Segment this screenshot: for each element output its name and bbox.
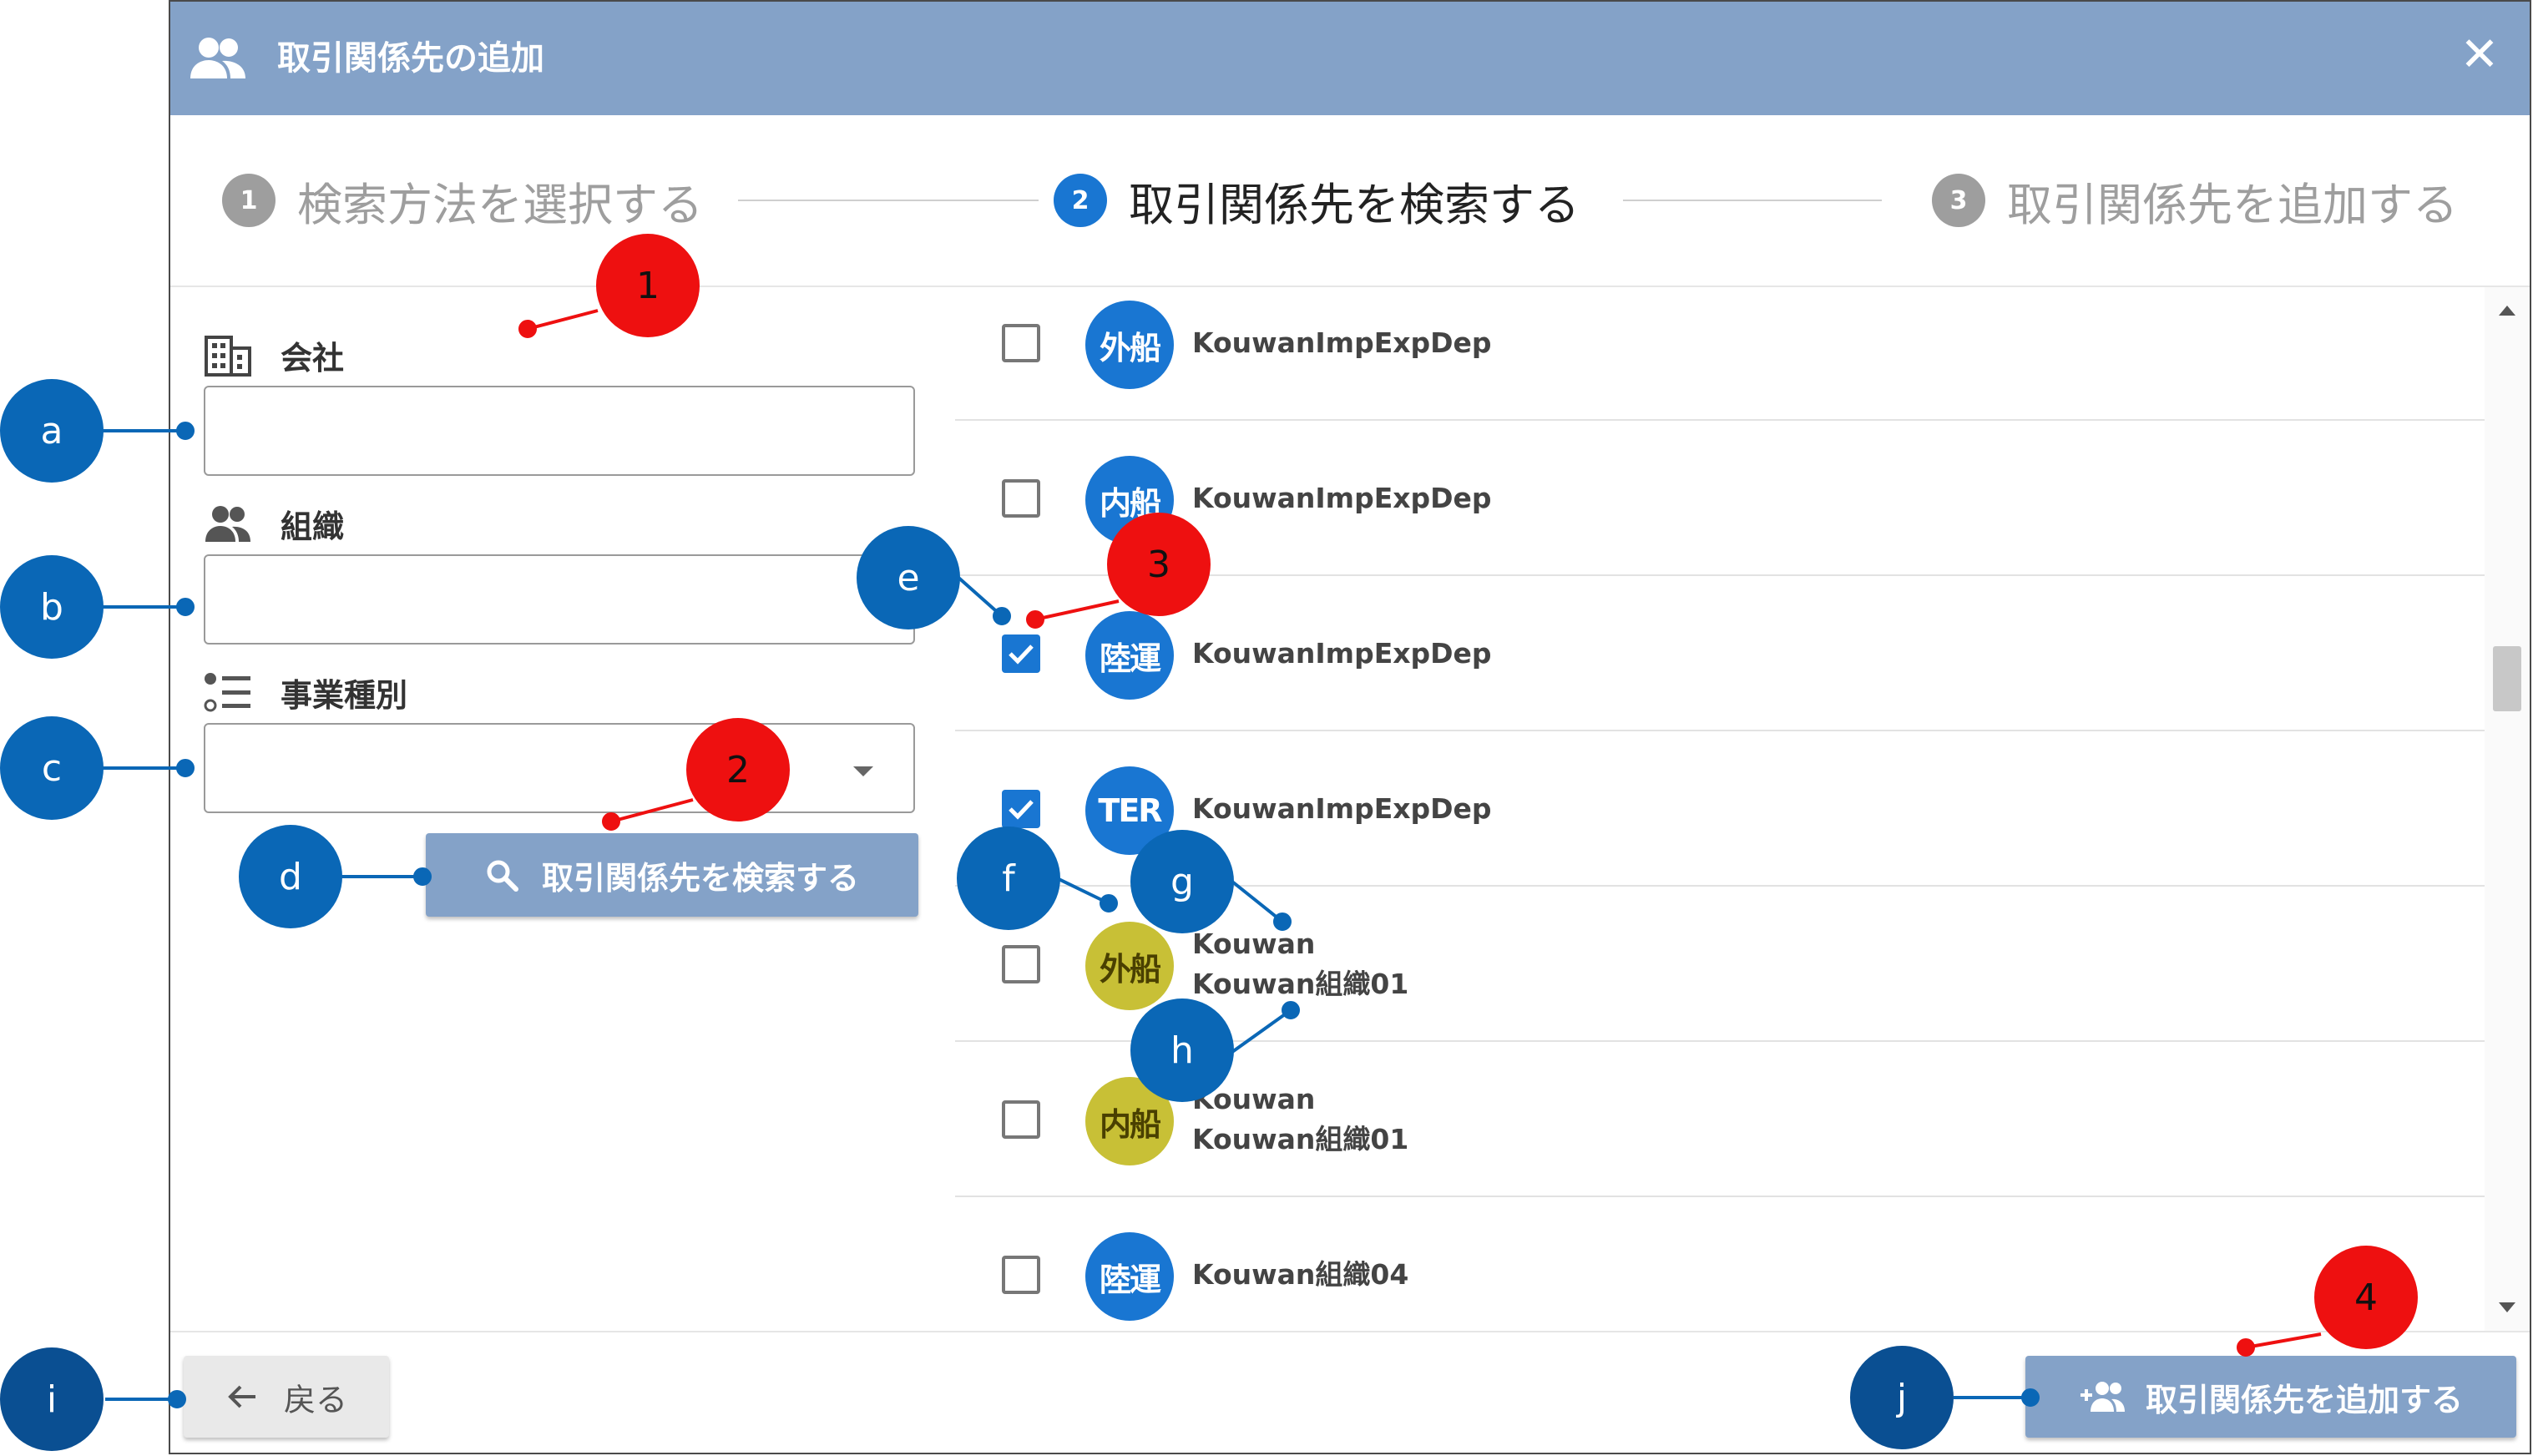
- search-partners-button[interactable]: 取引関係先を検索する: [426, 833, 918, 917]
- callout-f: f: [957, 827, 1060, 930]
- dialog-title-bar: 取引関係先の追加 ✕: [170, 2, 2530, 115]
- step-number: 1: [222, 174, 276, 227]
- step-3[interactable]: 3 取引関係先を追加する: [1932, 174, 2458, 231]
- result-company-name: KouwanImpExpDep: [1192, 792, 1492, 825]
- step-1[interactable]: 1 検索方法を選択する: [222, 174, 703, 231]
- callout-j: j: [1850, 1346, 1954, 1449]
- result-checkbox[interactable]: [1002, 634, 1040, 673]
- back-button-label: 戻る: [283, 1381, 347, 1418]
- result-organization-name: Kouwan組織01: [1192, 1123, 1409, 1155]
- organization-label-text: 組織: [281, 508, 345, 545]
- callout-3: 3: [1107, 513, 1211, 616]
- result-checkbox[interactable]: [1002, 324, 1040, 362]
- business-type-label-text: 事業種別: [281, 677, 408, 714]
- business-type-select[interactable]: [204, 723, 915, 813]
- add-business-partner-dialog: 取引関係先の追加 ✕ 1 検索方法を選択する 2 取引関係先を検索する 3 取引…: [169, 0, 2531, 1454]
- company-input[interactable]: [204, 386, 915, 476]
- step-label: 検索方法を選択する: [297, 178, 703, 231]
- add-partners-button[interactable]: 取引関係先を追加する: [2025, 1356, 2516, 1438]
- result-checkbox[interactable]: [1002, 790, 1040, 828]
- result-company-name: Kouwan組織04: [1192, 1258, 1409, 1291]
- add-button-label: 取引関係先を追加する: [2145, 1381, 2463, 1418]
- result-row[interactable]: 陸運 KouwanImpExpDep: [955, 576, 2488, 731]
- result-company-name: KouwanImpExpDep: [1192, 482, 1492, 514]
- business-type-badge: 外船: [1085, 301, 1174, 389]
- result-checkbox[interactable]: [1002, 479, 1040, 518]
- callout-i: i: [0, 1347, 104, 1451]
- callout-a: a: [0, 379, 104, 483]
- result-checkbox[interactable]: [1002, 1256, 1040, 1294]
- people-icon: [205, 505, 250, 542]
- stepper: 1 検索方法を選択する 2 取引関係先を検索する 3 取引関係先を追加する: [170, 115, 2530, 287]
- company-label-text: 会社: [281, 340, 345, 377]
- dialog-footer: 戻る 取引関係先を追加する: [170, 1331, 2530, 1453]
- close-icon[interactable]: ✕: [2460, 28, 2500, 82]
- business-type-label: 事業種別: [204, 670, 407, 715]
- search-button-label: 取引関係先を検索する: [541, 859, 859, 897]
- step-connector: [738, 200, 1039, 201]
- arrow-left-icon: [228, 1385, 255, 1408]
- people-icon: [190, 38, 245, 78]
- scroll-up-arrow-icon[interactable]: [2499, 306, 2515, 316]
- callout-b: b: [0, 555, 104, 659]
- callout-d: d: [239, 825, 342, 928]
- result-checkbox[interactable]: [1002, 1100, 1040, 1139]
- step-2[interactable]: 2 取引関係先を検索する: [1054, 174, 1580, 231]
- callout-4: 4: [2314, 1246, 2418, 1349]
- result-row[interactable]: 陸運 Kouwan組織04: [955, 1197, 2488, 1331]
- organization-input[interactable]: [204, 554, 915, 645]
- result-row[interactable]: 外船 KouwanImpExpDep: [955, 287, 2488, 421]
- building-icon: [205, 335, 251, 377]
- callout-h: h: [1130, 998, 1234, 1102]
- result-organization-name: Kouwan組織01: [1192, 968, 1409, 1000]
- dialog-title: 取引関係先の追加: [277, 39, 544, 78]
- callout-1: 1: [596, 234, 700, 337]
- organization-label: 組織: [204, 501, 344, 547]
- scroll-thumb[interactable]: [2493, 646, 2521, 711]
- callout-g: g: [1130, 830, 1234, 933]
- list-icon: [204, 672, 250, 711]
- results-scrollbar[interactable]: [2485, 287, 2530, 1331]
- checkmark-icon: [1009, 800, 1034, 820]
- business-type-badge: 外船: [1085, 922, 1174, 1010]
- step-connector: [1623, 200, 1882, 201]
- scroll-down-arrow-icon[interactable]: [2499, 1302, 2515, 1312]
- business-type-badge: 陸運: [1085, 1232, 1174, 1321]
- dropdown-arrow-icon: [853, 766, 873, 776]
- step-label: 取引関係先を追加する: [2007, 178, 2458, 231]
- back-button[interactable]: 戻る: [184, 1356, 389, 1438]
- result-checkbox[interactable]: [1002, 945, 1040, 983]
- callout-c: c: [0, 716, 104, 820]
- checkmark-icon: [1009, 645, 1034, 665]
- result-company-name: Kouwan: [1192, 928, 1316, 960]
- search-form: 会社 組織 事業種別: [170, 287, 938, 1331]
- step-number: 3: [1932, 174, 1985, 227]
- result-company-name: KouwanImpExpDep: [1192, 637, 1492, 670]
- search-icon: [487, 860, 518, 892]
- result-company-name: KouwanImpExpDep: [1192, 326, 1492, 359]
- callout-2: 2: [686, 718, 790, 822]
- callout-e: e: [857, 526, 960, 629]
- step-number: 2: [1054, 174, 1107, 227]
- business-type-badge: 陸運: [1085, 611, 1174, 700]
- company-label: 会社: [204, 332, 344, 378]
- step-label: 取引関係先を検索する: [1129, 178, 1580, 231]
- add-people-icon: [2080, 1382, 2125, 1412]
